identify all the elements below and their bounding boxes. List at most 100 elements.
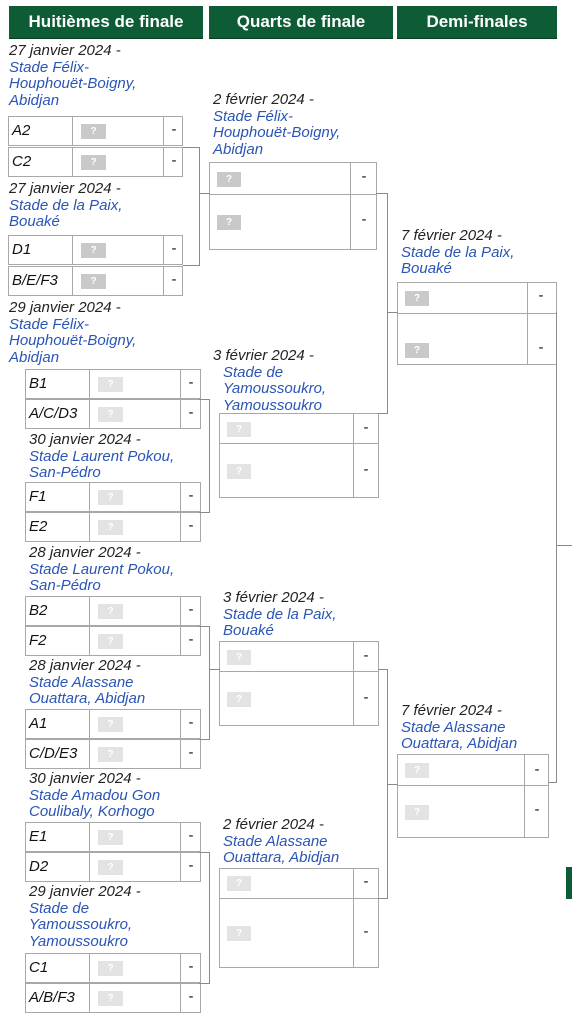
- team-score: -: [180, 740, 201, 768]
- r16-match-3-venue-line-2[interactable]: Houphouët-Boigny,: [9, 332, 137, 349]
- team-code: E2: [26, 513, 90, 541]
- team-score: -: [180, 954, 201, 982]
- r16-match-7-team-2: D2 ? -: [25, 852, 201, 882]
- team-score: -: [180, 627, 201, 655]
- qf-match-4-venue-line-1[interactable]: Stade Alassane: [223, 832, 328, 850]
- team-score: -: [180, 513, 201, 541]
- sf-match-1-venue-line-2[interactable]: Bouaké: [401, 260, 452, 277]
- unknown-flag-icon: ?: [98, 830, 123, 845]
- r16-match-7-venue-line-1[interactable]: Stade Amadou Gon: [29, 786, 161, 804]
- qf-match-1-venue-line-1[interactable]: Stade Félix-: [213, 107, 294, 125]
- r16-match-6-team-1: A1 ? -: [25, 709, 201, 739]
- r16-match-4-venue-line-2[interactable]: San-Pédro: [29, 464, 101, 481]
- team-code: D1: [9, 236, 73, 264]
- r16-match-6-venue-line-2[interactable]: Ouattara, Abidjan: [29, 690, 146, 707]
- r16-match-5-venue-line-1[interactable]: Stade Laurent Pokou,: [29, 560, 175, 578]
- qf-match-2-date: 3 février 2024 -: [213, 347, 314, 364]
- r16-match-3-date: 29 janvier 2024 -: [9, 299, 121, 316]
- unknown-flag-icon: ?: [98, 991, 123, 1006]
- r16-match-3-venue-line-1[interactable]: Stade Félix-: [9, 315, 90, 333]
- team-score: -: [180, 400, 201, 428]
- team-score: -: [363, 923, 369, 940]
- r16-match-5-venue-line-2[interactable]: San-Pédro: [29, 577, 101, 594]
- connector-line: [199, 147, 200, 266]
- connector-line: [387, 193, 388, 414]
- connector-line: [199, 512, 210, 513]
- r16-match-6-team-2: C/D/E3 ? -: [25, 739, 201, 769]
- team-score: -: [534, 761, 540, 778]
- r16-match-2-info: 27 janvier 2024 - Stade de la Paix, Boua…: [9, 180, 123, 231]
- r16-match-4-venue-line-1[interactable]: Stade Laurent Pokou,: [29, 447, 175, 465]
- unknown-flag-icon: ?: [98, 604, 123, 619]
- r16-match-6-date: 28 janvier 2024 -: [29, 657, 141, 674]
- team-divider: [220, 443, 378, 444]
- qf-match-2-venue-line-1[interactable]: Stade de: [223, 363, 284, 381]
- team-divider: [210, 194, 376, 195]
- unknown-flag-icon: ?: [227, 692, 251, 707]
- r16-match-3-venue-line-3[interactable]: Abidjan: [9, 348, 60, 366]
- qf-match-4-venue-line-2[interactable]: Ouattara, Abidjan: [223, 849, 340, 866]
- r16-match-3-team-1: B1 ? -: [25, 369, 201, 399]
- qf-match-2-venue-line-2[interactable]: Yamoussoukro,: [223, 380, 327, 397]
- r16-match-5-team-1: B2 ? -: [25, 596, 201, 626]
- connector-line: [378, 669, 388, 670]
- header-quarter-finals: Quarts de finale: [209, 6, 393, 39]
- r16-match-8-venue-line-2[interactable]: Yamoussoukro,: [29, 916, 133, 933]
- r16-match-7-info: 30 janvier 2024 - Stade Amadou Gon Couli…: [29, 770, 161, 821]
- r16-match-3-team-2: A/C/D3 ? -: [25, 399, 201, 429]
- score-divider: [353, 642, 354, 725]
- sf-match-2-venue-line-1[interactable]: Stade Alassane: [401, 718, 506, 736]
- unknown-flag-icon: ?: [405, 343, 429, 358]
- unknown-flag-icon: ?: [98, 717, 123, 732]
- r16-match-8-venue-line-1[interactable]: Stade de: [29, 899, 90, 917]
- unknown-flag-icon: ?: [227, 926, 251, 941]
- sf-match-2-info: 7 février 2024 - Stade Alassane Ouattara…: [401, 702, 518, 753]
- sf-match-2-card: ? ? - -: [397, 754, 549, 838]
- r16-match-2-venue-line-2[interactable]: Bouaké: [9, 213, 60, 230]
- qf-match-3-venue-line-2[interactable]: Bouaké: [223, 622, 274, 639]
- qf-match-3-venue-line-1[interactable]: Stade de la Paix,: [223, 605, 337, 623]
- r16-match-1-venue-line-3[interactable]: Abidjan: [9, 91, 60, 109]
- sf-match-1-card: ? ? - -: [397, 282, 557, 365]
- sf-match-1-info: 7 février 2024 - Stade de la Paix, Bouak…: [401, 227, 515, 278]
- team-divider: [220, 671, 378, 672]
- team-code: C2: [9, 148, 73, 176]
- connector-line: [376, 193, 388, 194]
- r16-match-6-venue-line-1[interactable]: Stade Alassane: [29, 673, 134, 691]
- sf-match-2-venue-line-2[interactable]: Ouattara, Abidjan: [401, 735, 518, 752]
- r16-match-8-venue-line-3[interactable]: Yamoussoukro: [29, 932, 128, 950]
- unknown-flag-icon: ?: [81, 124, 106, 139]
- connector-line: [209, 626, 210, 739]
- team-code: A/B/F3: [26, 984, 90, 1012]
- team-score: -: [163, 267, 184, 295]
- score-divider: [524, 755, 525, 837]
- team-code: D2: [26, 853, 90, 881]
- connector-line: [209, 669, 220, 670]
- qf-match-1-venue-line-2[interactable]: Houphouët-Boigny,: [213, 124, 341, 141]
- unknown-flag-icon: ?: [81, 243, 106, 258]
- r16-match-1-date: 27 janvier 2024 -: [9, 42, 121, 59]
- team-score: -: [180, 984, 201, 1012]
- r16-match-7-venue-line-2[interactable]: Coulibaly, Korhogo: [29, 803, 155, 820]
- r16-match-1-venue-line-2[interactable]: Houphouët-Boigny,: [9, 75, 137, 92]
- connector-line: [378, 413, 388, 414]
- sf-match-1-venue-line-1[interactable]: Stade de la Paix,: [401, 243, 515, 261]
- qf-match-1-venue-line-3[interactable]: Abidjan: [213, 140, 264, 158]
- team-score: -: [534, 801, 540, 818]
- header-quarter-finals-label: Quarts de finale: [236, 12, 366, 31]
- r16-match-8-info: 29 janvier 2024 - Stade de Yamoussoukro,…: [29, 883, 141, 950]
- r16-match-2-team-1: D1 ? -: [8, 235, 183, 265]
- qf-match-3-card: ? ? - -: [219, 641, 379, 726]
- r16-match-4-team-1: F1 ? -: [25, 482, 201, 512]
- r16-match-4-date: 30 janvier 2024 -: [29, 431, 141, 448]
- r16-match-1-venue-line-1[interactable]: Stade Félix-: [9, 58, 90, 76]
- connector-line: [199, 983, 210, 984]
- r16-match-2-venue-line-1[interactable]: Stade de la Paix,: [9, 196, 123, 214]
- qf-match-4-date: 2 février 2024 -: [223, 816, 324, 833]
- team-code: A1: [26, 710, 90, 738]
- qf-match-2-venue-line-3[interactable]: Yamoussoukro: [223, 396, 322, 414]
- connector-line: [548, 782, 557, 783]
- r16-match-8-team-2: A/B/F3 ? -: [25, 983, 201, 1013]
- r16-match-5-team-2: F2 ? -: [25, 626, 201, 656]
- connector-line: [199, 739, 210, 740]
